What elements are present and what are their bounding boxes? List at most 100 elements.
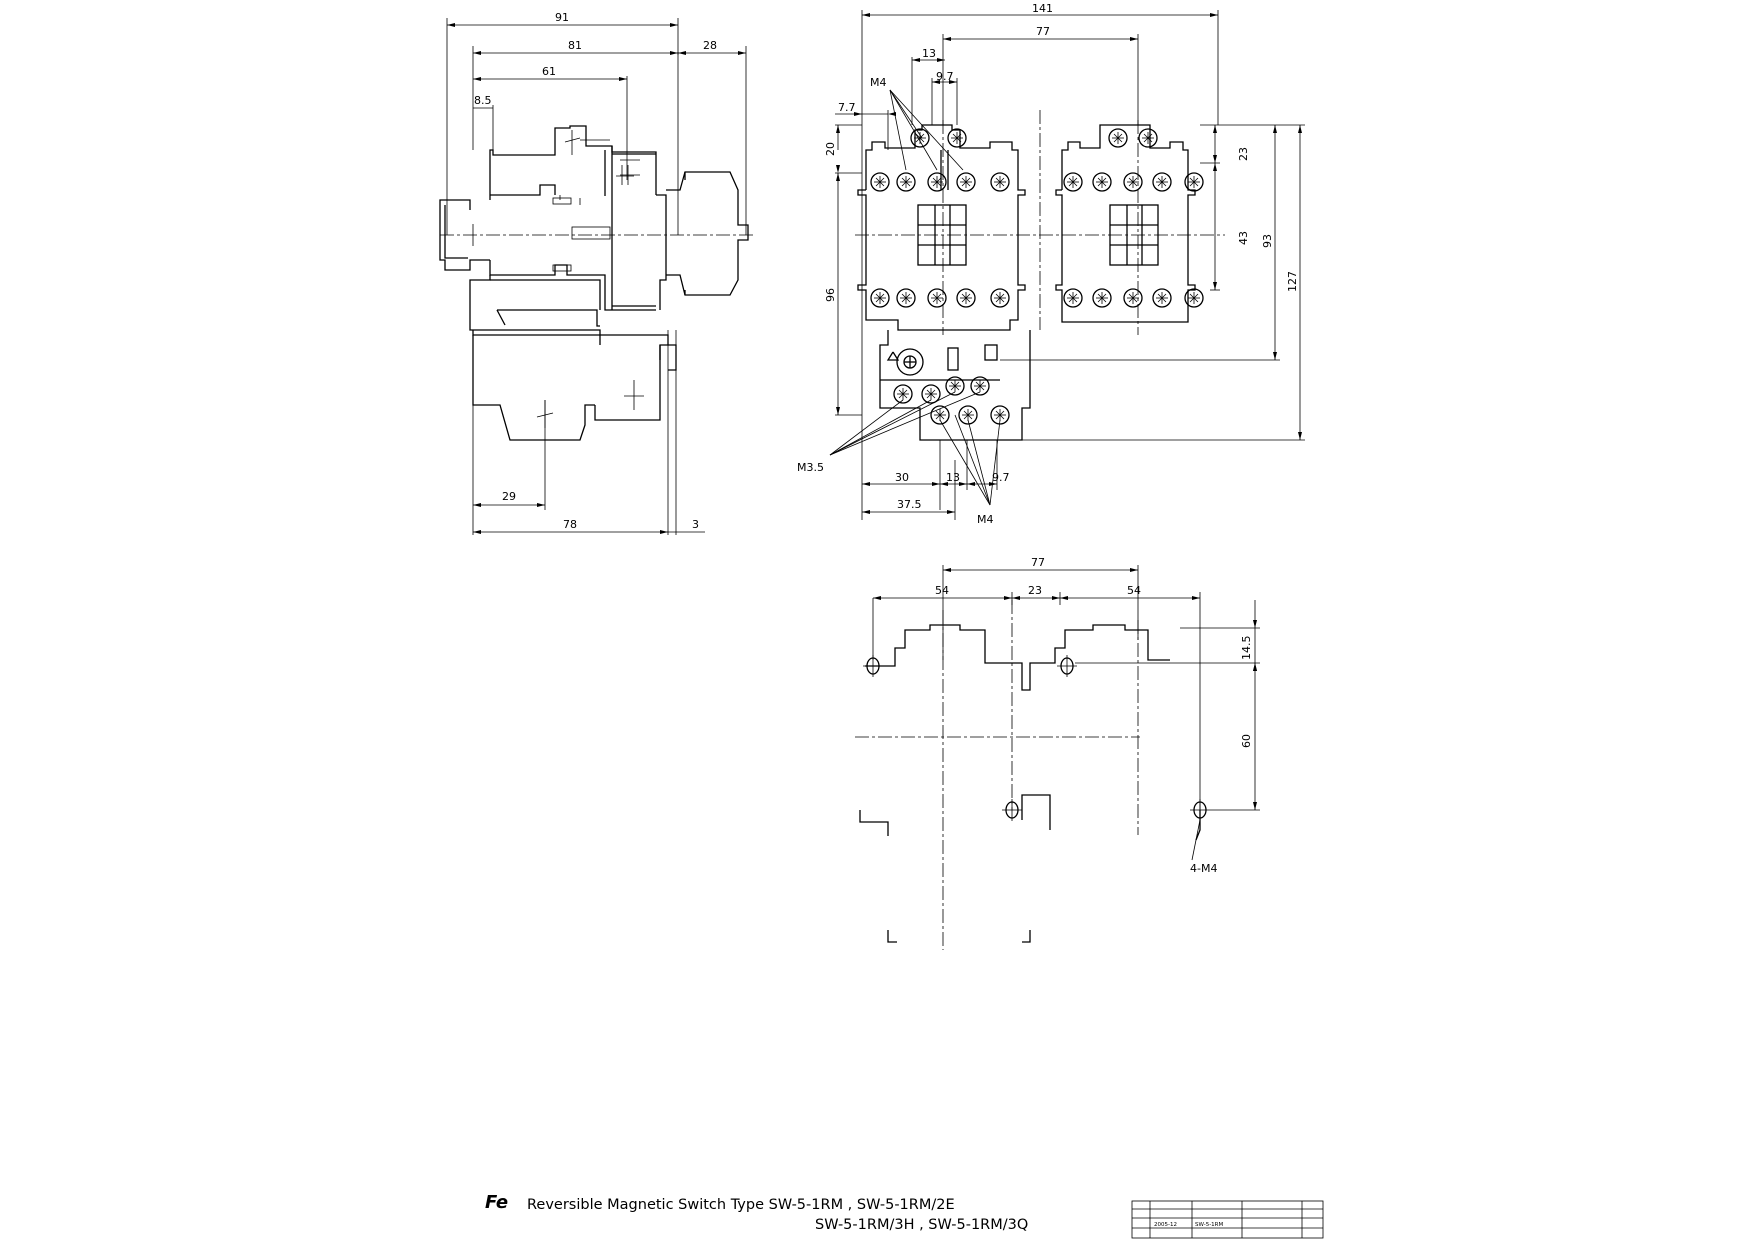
front-label-m3-5: M3.5 [797,461,824,474]
screw-terminal-icon [927,288,947,308]
screw-slot [1128,177,1138,187]
screw-slot [1097,293,1107,303]
screw-terminal-icon [870,288,890,308]
side-dim-78: 78 [563,518,577,531]
screw-slot [901,293,911,303]
screw-slot [926,389,936,399]
screw-slot [901,177,911,187]
mount-dim-54-left: 54 [935,584,949,597]
screw-slot [961,293,971,303]
screw-terminal-icon [947,128,967,148]
mount-dim-arrows [873,568,1257,810]
front-dim-9-7-bottom: 9.7 [992,471,1010,484]
front-dim-9-7-top: 9.7 [936,70,954,83]
front-dim-96: 96 [824,288,837,302]
screw-slot [932,293,942,303]
screw-terminal-icon [930,405,950,425]
front-leader-m4-bottom [939,414,1001,506]
front-dim-93: 93 [1261,234,1274,248]
screw-slot [1068,177,1078,187]
mount-dim-60: 60 [1240,734,1253,748]
screw-slot [1068,293,1078,303]
screw-slot [995,410,1005,420]
screw-terminal-icon [945,376,965,396]
front-dim-lines [835,10,1305,520]
title-area: Fe Reversible Magnetic Switch Type SW-5-… [485,1192,1324,1239]
screw-terminal-icon [1152,172,1172,192]
screw-slot [1113,133,1123,143]
screw-slot [1157,293,1167,303]
title-block-date: 2005-12 [1154,1222,1177,1228]
front-dim-77: 77 [1036,25,1050,38]
side-dim-8-5: 8.5 [474,94,492,107]
screw-slot [1157,177,1167,187]
screw-terminal-icon [956,288,976,308]
mount-dim-54-right: 54 [1127,584,1141,597]
side-dim-arrows [447,23,746,534]
brand-logo: Fe [485,1192,508,1213]
mount-dim-77: 77 [1031,556,1045,569]
screw-slot [1189,177,1199,187]
mount-profile [859,624,1201,943]
front-dim-37-5: 37.5 [897,498,922,511]
screw-slot [952,133,962,143]
side-dim-3: 3 [692,518,699,531]
screw-slot [995,293,1005,303]
screw-terminal-icon [1184,288,1204,308]
screw-slot [950,381,960,391]
screw-terminal-icon [921,384,941,404]
front-dim-23-right: 23 [1237,147,1250,161]
screw-slot [1128,293,1138,303]
screw-slot [1097,177,1107,187]
front-label-m4-bottom: M4 [977,513,994,526]
screw-slot [975,381,985,391]
screw-terminal-icon [990,288,1010,308]
screw-slot [875,177,885,187]
screw-terminal-icon [956,172,976,192]
screw-slot [898,389,908,399]
side-view: 91 81 28 61 8.5 29 78 3 [439,11,756,535]
title-block-model: SW-5-1RM [1195,1222,1223,1228]
side-dim-29: 29 [502,490,516,503]
screw-terminal-icon [970,376,990,396]
side-body-outline [439,125,749,441]
front-dim-13-bottom: 13 [946,471,960,484]
mount-dim-23: 23 [1028,584,1042,597]
screw-terminal-icon [1092,172,1112,192]
screw-terminal-icon [1123,172,1143,192]
side-dim-61: 61 [542,65,556,78]
screw-terminal-icon [1138,128,1158,148]
screw-terminal-icon [910,128,930,148]
front-view: 141 77 13 9.7 7.7 20 96 23 43 93 127 30 … [797,2,1305,526]
side-dim-91: 91 [555,11,569,24]
mount-dim-14-5: 14.5 [1240,636,1253,661]
screw-terminal-icon [896,288,916,308]
screw-slot [875,293,885,303]
screw-terminal-icon [870,172,890,192]
side-dim-81: 81 [568,39,582,52]
side-inner-details [552,139,640,272]
screw-slot [1143,133,1153,143]
screw-terminal-icon [893,384,913,404]
side-dim-lines [446,18,747,535]
screw-terminal-icon [896,172,916,192]
screw-slot [915,133,925,143]
front-dim-30: 30 [895,471,909,484]
title-line-1: Reversible Magnetic Switch Type SW-5-1RM… [527,1197,955,1213]
front-dim-127: 127 [1286,271,1299,292]
title-block-table [1131,1200,1324,1239]
mounting-view: 77 54 23 54 14.5 60 4-M4 [855,556,1260,950]
front-dim-141: 141 [1032,2,1053,15]
overload-relay [879,330,1031,441]
screw-terminal-icon [1092,288,1112,308]
screw-terminal-icon [990,172,1010,192]
screw-terminal-icon [1152,288,1172,308]
screw-terminal-icon [927,172,947,192]
front-dim-20: 20 [824,142,837,156]
screw-slot [1189,293,1199,303]
front-dim-7-7: 7.7 [838,101,856,114]
screw-slot [961,177,971,187]
front-leader-m3-5 [829,391,981,456]
screw-slot [935,410,945,420]
